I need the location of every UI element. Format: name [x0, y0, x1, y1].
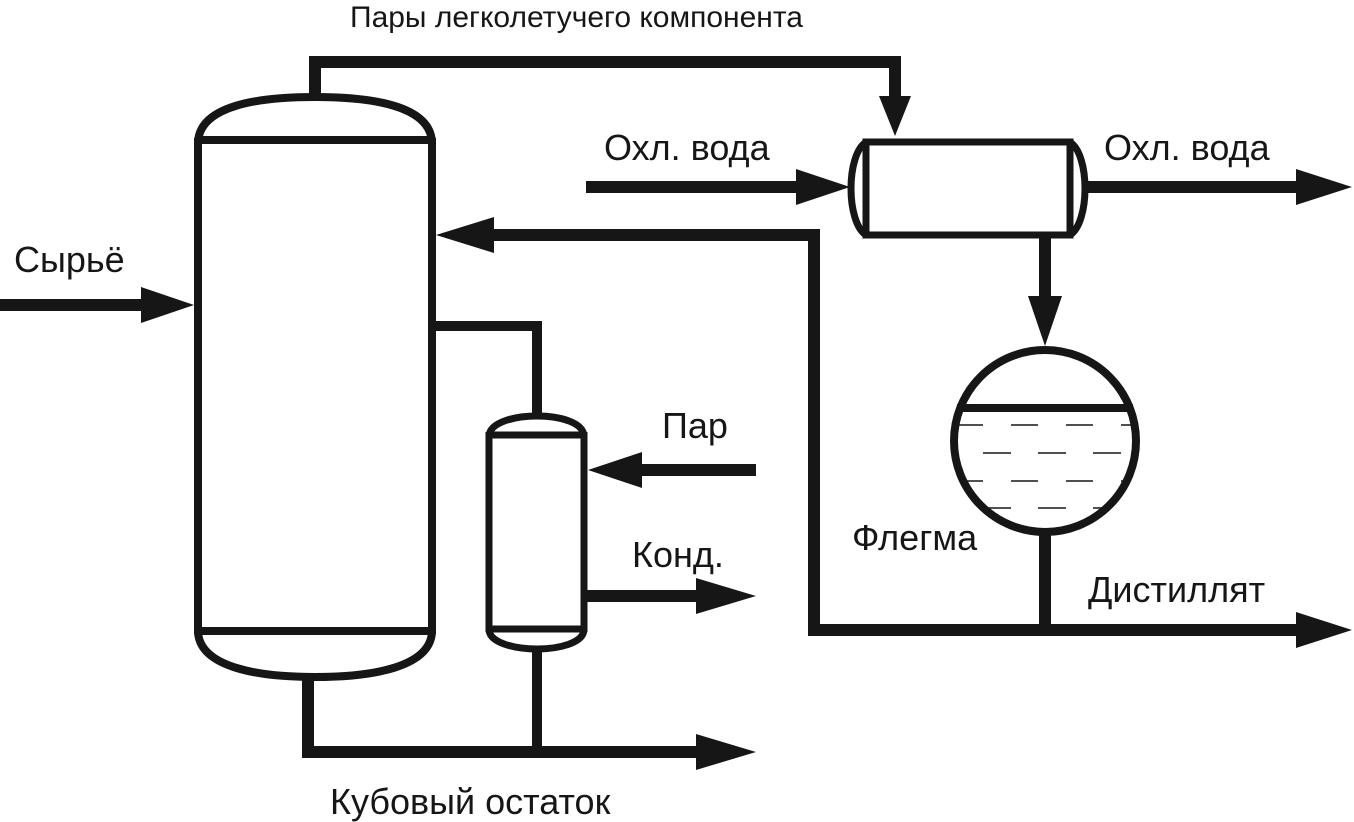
reflux-line	[490, 229, 1300, 636]
feed-arrow-head	[141, 287, 194, 323]
label-reflux: Флегма	[852, 517, 978, 558]
condenser-right-head	[1067, 139, 1089, 238]
column-to-reboiler-line	[432, 321, 542, 418]
liquid-hatching	[957, 424, 1133, 509]
label-condensate: Конд.	[632, 534, 724, 575]
label-bottoms: Кубовый остаток	[330, 781, 611, 822]
label-distillate: Дистиллят	[1088, 569, 1265, 610]
cooling-water-in-arrow	[796, 169, 850, 205]
reflux-drum	[950, 346, 1140, 536]
label-feed: Сырьё	[14, 239, 125, 280]
label-cooling-water-in: Охл. вода	[604, 127, 771, 168]
cooling-water-out-arrow	[1296, 169, 1352, 205]
condensate-arrow-head	[696, 578, 756, 614]
bottoms-arrow-head	[696, 734, 756, 770]
label-vapors: Пары легколетучего компонента	[350, 1, 803, 34]
column-top-head	[194, 92, 436, 143]
reboiler-top-head	[485, 412, 588, 437]
condensate-to-drum-arrow	[1028, 296, 1062, 346]
condenser	[847, 138, 1089, 239]
reboiler	[485, 412, 588, 653]
distillation-column	[194, 92, 436, 682]
steam-arrow-head	[588, 452, 642, 488]
distillate-arrow-head	[1296, 612, 1352, 648]
label-cooling-water-out: Охл. вода	[1104, 127, 1271, 168]
bottoms-line	[302, 677, 700, 758]
condenser-body	[862, 138, 1074, 239]
label-steam: Пар	[662, 405, 728, 446]
column-bottom-head	[194, 631, 436, 682]
vapor-arrow-head	[879, 96, 911, 136]
reflux-drum-shell	[950, 346, 1140, 536]
reflux-arrow-head	[436, 217, 494, 253]
reboiler-bottom-head	[485, 628, 588, 653]
condenser-left-head	[847, 139, 869, 238]
vapor-line	[309, 56, 901, 98]
